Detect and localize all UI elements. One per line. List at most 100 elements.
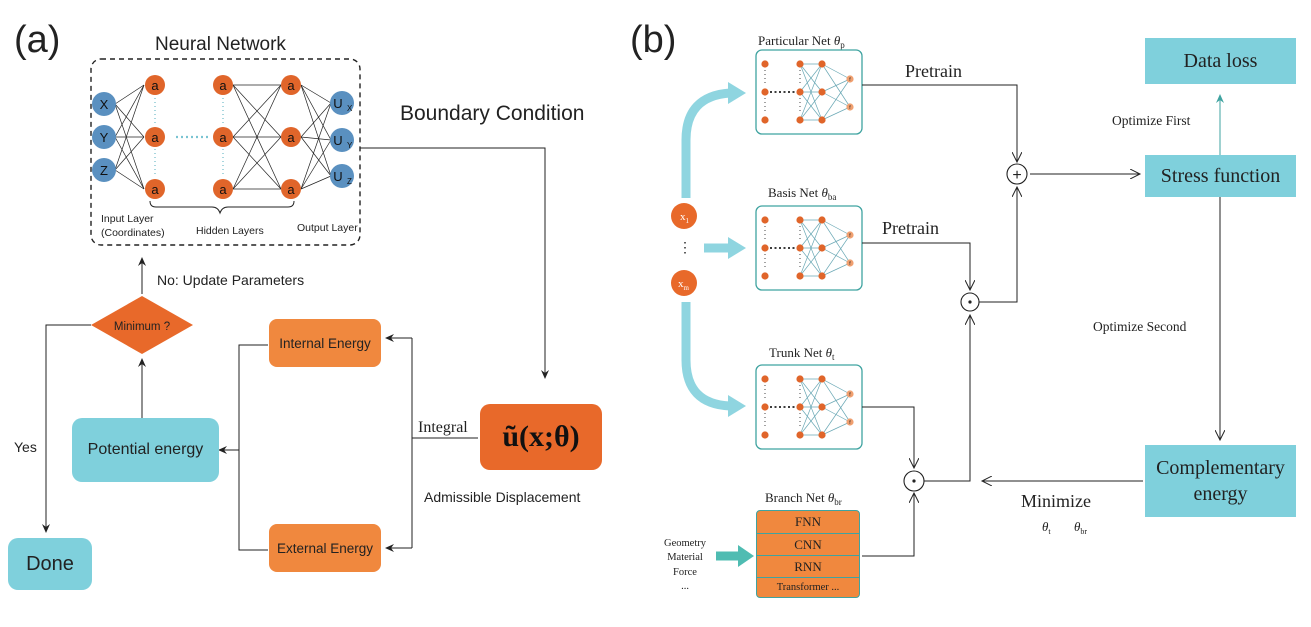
energy-bracket xyxy=(238,344,268,551)
hidden-node xyxy=(145,75,165,95)
mini-net-node xyxy=(761,244,769,252)
hidden-node-label: a xyxy=(219,130,227,145)
output-node-label: U xyxy=(333,169,342,184)
displacement-box: ũ(x;θ) xyxy=(480,404,602,470)
external-energy-box: External Energy xyxy=(269,524,381,572)
data-loss-box: Data loss xyxy=(1145,38,1296,84)
hidden-node xyxy=(145,127,165,147)
boundary-condition-label: Boundary Condition xyxy=(400,102,584,125)
mini-net-node xyxy=(818,60,826,68)
mini-net-output-node xyxy=(846,103,854,111)
output-node-label: U xyxy=(333,96,342,111)
admissible-displacement-label: Admissible Displacement xyxy=(424,489,581,505)
hidden-layers-label: Hidden Layers xyxy=(196,225,264,237)
hidden-node-label: a xyxy=(219,182,227,197)
hidden-node xyxy=(213,127,233,147)
mini-net-node xyxy=(761,116,769,124)
output-layer-label: Output Layer xyxy=(297,222,358,234)
branch-net-title: Branch Net θbr xyxy=(765,490,842,507)
arrow-yes-to-done xyxy=(42,324,91,533)
hidden-node-label: a xyxy=(287,130,295,145)
mini-net-node xyxy=(796,60,804,68)
potential-energy-box: Potential energy xyxy=(72,418,219,482)
input-node-y xyxy=(92,125,116,149)
mini-net-node xyxy=(796,88,804,96)
mini-net-output-label: f xyxy=(849,105,851,111)
mini-net-node xyxy=(761,88,769,96)
arrow-dot2-to-dot1 xyxy=(924,315,970,482)
output-node xyxy=(330,91,354,115)
mini-net-output-node xyxy=(846,390,854,398)
xm-label: xm xyxy=(678,278,690,292)
arrow-branch-to-dot xyxy=(862,493,914,557)
hidden-node-label: a xyxy=(287,182,295,197)
mini-net-output-node xyxy=(846,259,854,267)
mini-net-node xyxy=(818,116,826,124)
mini-net-output-label: f xyxy=(849,392,851,398)
mini-net-node xyxy=(818,272,826,280)
mini-net-output-node xyxy=(846,231,854,239)
pretrain-label-1: Pretrain xyxy=(905,61,962,81)
output-node-subscript: Y xyxy=(347,141,353,150)
input-ellipsis: ... xyxy=(681,581,689,592)
mini-net-node xyxy=(796,403,804,411)
hidden-node-label: a xyxy=(151,78,159,93)
hidden-node xyxy=(145,179,165,199)
input-node-z xyxy=(92,158,116,182)
panel-a-label: (a) xyxy=(14,19,60,61)
output-node xyxy=(330,164,354,188)
branch-cnn: CNN xyxy=(757,534,859,556)
minimize-label: Minimize xyxy=(1021,491,1091,511)
input-node-x xyxy=(92,92,116,116)
mini-net-node xyxy=(796,272,804,280)
pretrain-label-2: Pretrain xyxy=(882,218,939,238)
particular-net-title: Particular Net θp xyxy=(758,33,845,50)
mini-net-node xyxy=(818,244,826,252)
input-material: Material xyxy=(667,552,703,563)
optimize-first-label: Optimize First xyxy=(1112,113,1191,128)
stress-function-box: Stress function xyxy=(1145,155,1296,197)
input-node-label: Z xyxy=(100,163,108,178)
mini-net-node xyxy=(761,403,769,411)
input-geometry: Geometry xyxy=(664,538,707,549)
x1-node xyxy=(671,203,697,229)
hidden-node xyxy=(281,75,301,95)
optimize-second-label: Optimize Second xyxy=(1093,319,1187,334)
mini-net-node xyxy=(818,403,826,411)
xm-node xyxy=(671,270,697,296)
mini-net-node xyxy=(796,244,804,252)
hidden-node xyxy=(213,179,233,199)
hidden-node xyxy=(213,75,233,95)
mini-net-node xyxy=(761,272,769,280)
arrow-trunk-to-dot xyxy=(862,406,914,468)
update-parameters-label: No: Update Parameters xyxy=(157,272,304,288)
mini-net-node xyxy=(818,216,826,224)
mini-net-node xyxy=(818,88,826,96)
panel-b-label: (b) xyxy=(630,19,676,61)
output-node-subscript: X xyxy=(347,104,353,113)
input-layer-sublabel: (Coordinates) xyxy=(101,227,165,239)
input-node-label: X xyxy=(100,97,109,112)
hidden-node xyxy=(281,179,301,199)
yes-label: Yes xyxy=(14,439,37,455)
mini-net-node xyxy=(796,116,804,124)
input-node-label: Y xyxy=(100,130,109,145)
arrow-nn-to-displacement xyxy=(360,147,549,379)
mini-net-node xyxy=(761,375,769,383)
minimum-label: Minimum ? xyxy=(114,321,170,333)
mini-net-output-node xyxy=(846,418,854,426)
mini-net-node xyxy=(761,60,769,68)
nn-dashed-box xyxy=(90,58,361,246)
mini-net-node xyxy=(761,431,769,439)
integral-label: Integral xyxy=(418,419,468,436)
trunk-net-title: Trunk Net θt xyxy=(769,345,835,362)
hidden-node-label: a xyxy=(287,78,295,93)
mini-net-node xyxy=(761,216,769,224)
branch-net-box: FNN CNN RNN Transformer ... xyxy=(756,510,860,598)
hidden-node-label: a xyxy=(151,182,159,197)
hidden-node-label: a xyxy=(151,130,159,145)
mini-net-node xyxy=(796,216,804,224)
